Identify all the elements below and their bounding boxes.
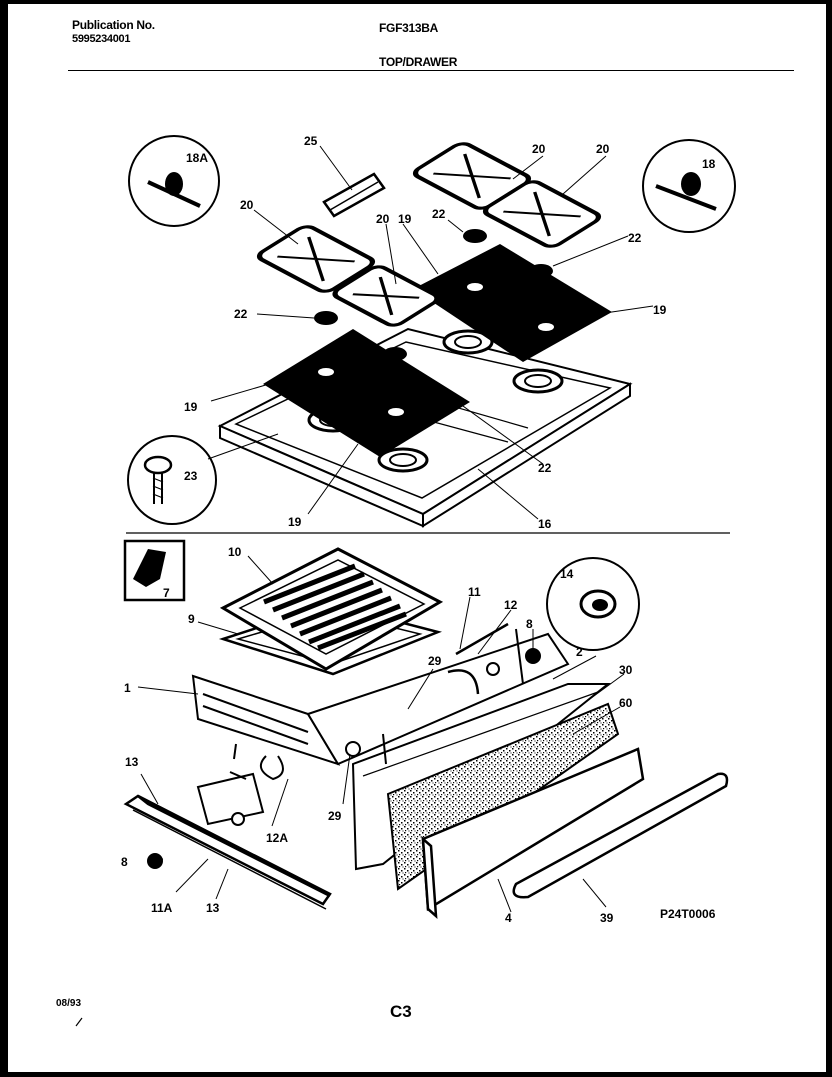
callout-19c: 19	[184, 400, 198, 414]
detail-circle-14	[546, 557, 640, 651]
model-number: FGF313BA	[379, 21, 438, 35]
callout-13b: 13	[206, 901, 220, 915]
detail-circle-18a	[128, 135, 220, 227]
callout-12a: 12A	[266, 831, 288, 845]
callout-11a: 11A	[151, 901, 173, 915]
callout-18: 18	[702, 157, 716, 171]
callout-20b: 20	[376, 212, 390, 226]
callout-8b: 8	[121, 855, 128, 869]
callout-60: 60	[619, 696, 633, 710]
callout-23: 23	[184, 469, 198, 483]
publication-label: Publication No.	[72, 18, 155, 32]
callout-22b: 22	[628, 231, 642, 245]
publication-number: 5995234001	[72, 33, 131, 45]
burner-caps	[314, 229, 553, 361]
page-code: C3	[390, 1002, 412, 1021]
callout-25: 25	[304, 134, 318, 148]
callout-20d: 20	[596, 142, 610, 156]
footer-mark	[75, 1017, 83, 1027]
callout-19b: 19	[653, 303, 667, 317]
callout-10: 10	[228, 545, 242, 559]
drawer-front	[421, 747, 645, 919]
callout-16: 16	[538, 517, 552, 531]
callout-labels: 25 20 20 20 20 18A 18 22 22 22 22 19 19 …	[121, 134, 716, 925]
leader-lines-top	[207, 145, 654, 520]
callout-22c: 22	[234, 307, 248, 321]
callout-4: 4	[505, 911, 512, 925]
callout-1: 1	[124, 681, 131, 695]
callout-20c: 20	[532, 142, 546, 156]
exploded-parts-diagram: 25 20 20 20 20 18A 18 22 22 22 22 19 19 …	[56, 134, 736, 1027]
callout-29a: 29	[428, 654, 442, 668]
callout-22d: 22	[538, 461, 552, 475]
callout-18a: 18A	[186, 151, 208, 165]
callout-14: 14	[560, 567, 574, 581]
callout-7: 7	[163, 586, 170, 600]
bracket-12a	[196, 755, 284, 826]
parts-sheet: Publication No. 5995234001 FGF313BA TOP/…	[8, 4, 826, 1072]
callout-39: 39	[600, 911, 614, 925]
callout-9: 9	[188, 612, 195, 626]
drawer-handle	[512, 772, 729, 899]
detail-circle-23	[127, 435, 217, 525]
callout-19a: 19	[398, 212, 412, 226]
callout-19d: 19	[288, 515, 302, 529]
callout-11: 11	[468, 585, 481, 599]
detail-circle-18	[642, 139, 736, 233]
detail-box-7	[123, 539, 186, 602]
section-title: TOP/DRAWER	[379, 55, 458, 69]
leader-lines-bottom	[137, 555, 625, 913]
drawer-body	[191, 632, 570, 766]
callout-2: 2	[576, 645, 583, 659]
callout-8a: 8	[526, 617, 533, 631]
callout-12: 12	[504, 598, 518, 612]
callout-22a: 22	[432, 207, 446, 221]
callout-29b: 29	[328, 809, 342, 823]
callout-20a: 20	[240, 198, 254, 212]
header-rule	[68, 70, 794, 71]
diagram-code: P24T0006	[660, 907, 716, 921]
burner-plates	[263, 244, 612, 457]
burner-grates	[256, 142, 602, 327]
callout-30: 30	[619, 663, 633, 677]
slide-rail	[123, 794, 332, 910]
part-25	[322, 172, 386, 218]
grill-grate	[219, 547, 444, 671]
callout-13a: 13	[125, 755, 139, 769]
footer-date: 08/93	[56, 998, 81, 1009]
